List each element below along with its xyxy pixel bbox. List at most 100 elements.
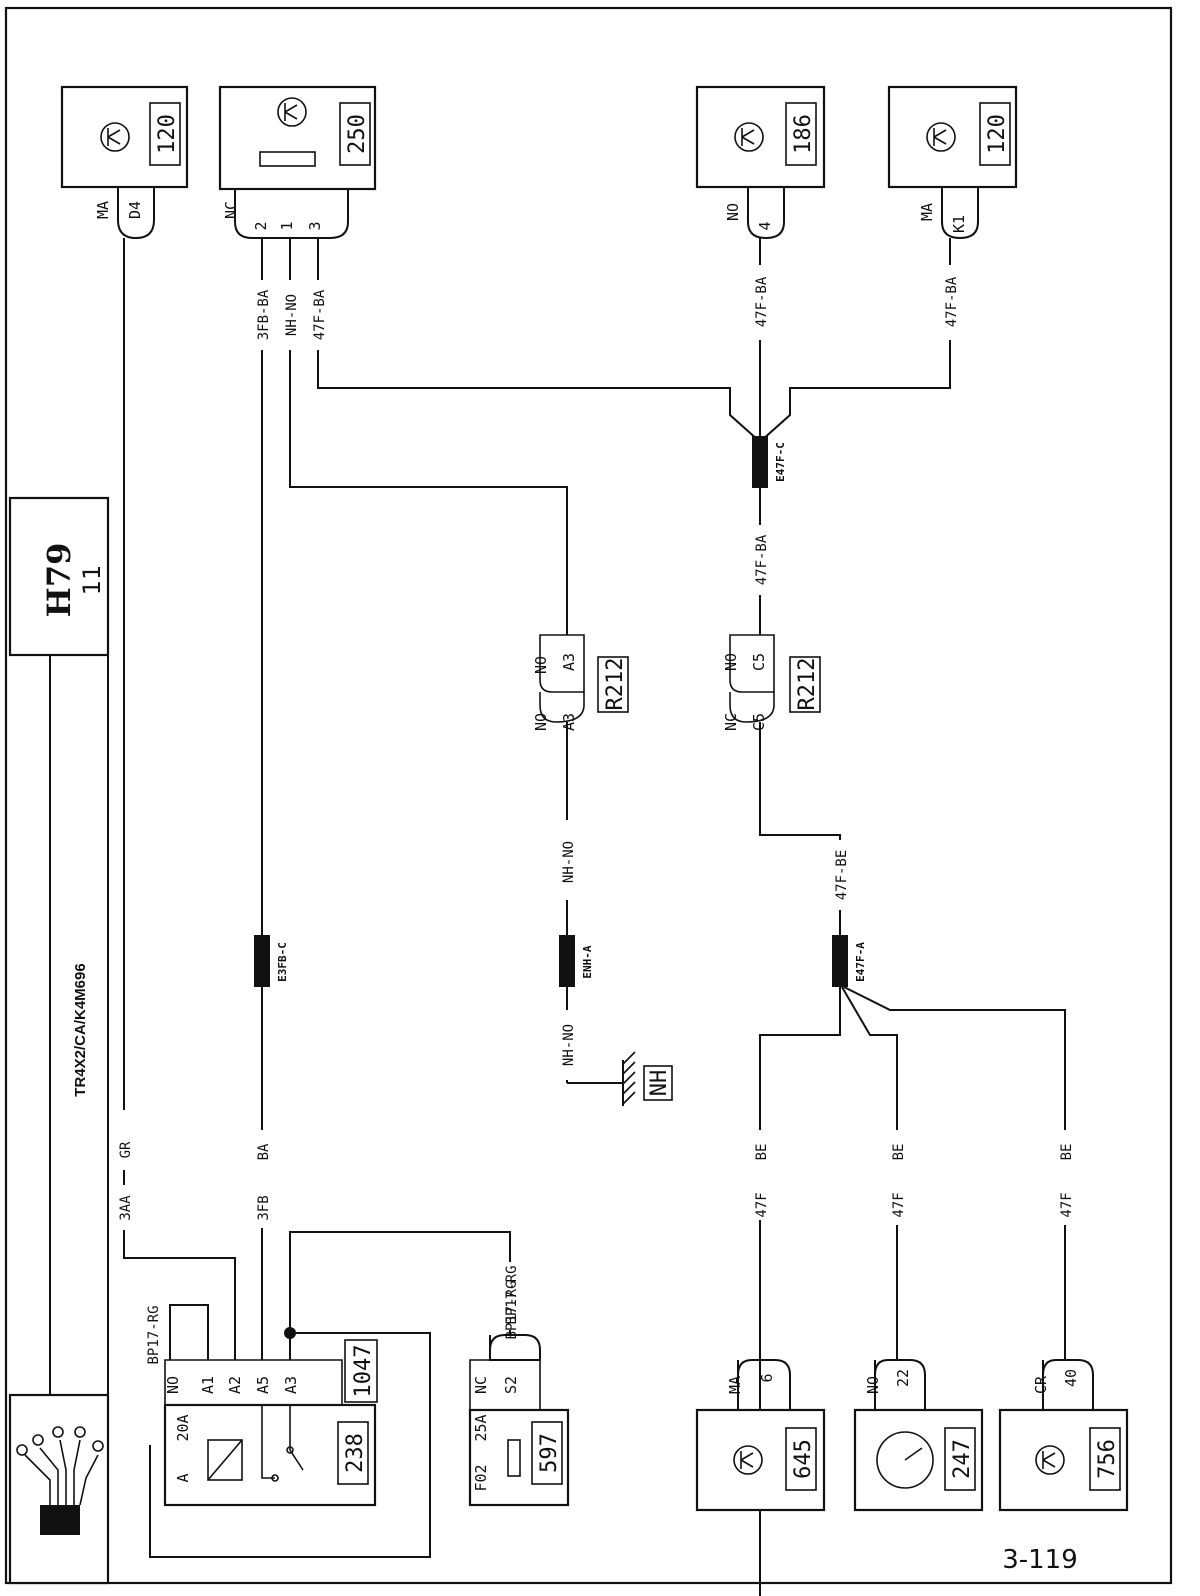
svg-text:A3: A3 (282, 1376, 300, 1394)
svg-text:47F-BA: 47F-BA (312, 289, 328, 340)
svg-text:47F-BA: 47F-BA (754, 534, 770, 585)
splice-e47f-c: E47F-C 47F-BA (752, 436, 787, 635)
page-frame (4, 6, 1173, 1585)
coil-icon (259, 151, 316, 167)
svg-text:NH: NH (647, 1070, 672, 1097)
wires-47f-be: 47F-BE E47F-A BE 47F BE 47F BE 47F (754, 722, 1075, 1596)
svg-text:MA: MA (918, 203, 936, 221)
transistor-icon (100, 122, 130, 152)
vehicle-code: TR4X2/CA/K4M696 (72, 963, 89, 1096)
svg-text:247: 247 (950, 1439, 975, 1479)
svg-text:BE: BE (891, 1144, 907, 1161)
svg-text:A3: A3 (560, 653, 578, 671)
diagram-subtitle: 11 (78, 565, 106, 596)
component-756: CR 40 756 (998, 1359, 1129, 1512)
svg-text:20A: 20A (174, 1414, 192, 1441)
svg-text:NH-NO: NH-NO (561, 841, 577, 883)
svg-text:22: 22 (894, 1369, 912, 1387)
svg-text:BP17-RG: BP17-RG (146, 1305, 162, 1364)
svg-text:E3FB-C: E3FB-C (276, 942, 289, 982)
svg-text:47F-BA: 47F-BA (944, 276, 960, 327)
relay-switch-icon (289, 1405, 304, 1471)
svg-text:BE: BE (754, 1144, 770, 1161)
svg-text:597: 597 (537, 1433, 562, 1473)
page-number: 3-119 (1002, 1545, 1078, 1575)
svg-text:47F-BE: 47F-BE (834, 850, 850, 901)
svg-text:250: 250 (345, 114, 370, 154)
svg-text:3AA: 3AA (118, 1195, 134, 1221)
svg-text:R212: R212 (795, 658, 820, 711)
svg-text:ENH-A: ENH-A (581, 945, 594, 978)
svg-text:756: 756 (1095, 1439, 1120, 1479)
svg-text:NO: NO (724, 203, 742, 221)
svg-text:3FB-BA: 3FB-BA (256, 289, 272, 340)
svg-text:47F: 47F (891, 1192, 907, 1217)
svg-text:MA: MA (726, 1376, 744, 1394)
svg-text:NC: NC (222, 201, 240, 219)
component-238: NO A1 A2 A5 A3 1047 A 20A 238 (163, 1339, 378, 1507)
ground-icon (622, 1051, 636, 1106)
component-186: 186 NO 4 (695, 85, 826, 240)
svg-text:BP17-RG: BP17-RG (504, 1265, 520, 1324)
component-247: NO 22 247 (853, 1359, 984, 1512)
svg-text:47F: 47F (1059, 1192, 1075, 1217)
svg-text:NO: NO (532, 656, 550, 674)
splice-e3fb-c (254, 935, 270, 987)
component-120-top: 120 MA D4 (60, 85, 189, 240)
svg-text:645: 645 (791, 1439, 816, 1479)
svg-text:A2: A2 (226, 1376, 244, 1394)
connector-r212-b: NO C5 NC C5 R212 (722, 634, 821, 731)
speedometer-icon (876, 1431, 934, 1489)
transistor-icon (733, 1445, 763, 1475)
svg-text:BA: BA (256, 1143, 272, 1160)
svg-text:3FB: 3FB (256, 1195, 272, 1220)
title-strip: H79 11 TR4X2/CA/K4M696 (8, 496, 110, 1585)
svg-text:1047: 1047 (351, 1345, 376, 1398)
svg-text:238: 238 (343, 1433, 368, 1473)
transistor-icon (734, 122, 764, 152)
transistor-icon (926, 122, 956, 152)
component-645: MA 6 645 (695, 1359, 826, 1512)
component-597: BP17-RG NC S2 F02 25A 597 (468, 1280, 570, 1507)
svg-text:47F-BA: 47F-BA (754, 276, 770, 327)
wires-left-bottom: GR 3AA E3FB-C BA 3FB BP17-RG BP17-RG (118, 935, 520, 1558)
wires-top: 3FB-BA NH-NO 47F-BA 47F-BA 47F-BA (123, 238, 960, 1100)
svg-text:MA: MA (94, 201, 112, 219)
svg-text:S2: S2 (502, 1376, 520, 1394)
ground-chain: NH-NO ENH-A NH-NO NH (559, 722, 673, 1106)
svg-text:R212: R212 (603, 658, 628, 711)
svg-text:1: 1 (278, 221, 296, 230)
svg-text:4: 4 (756, 221, 774, 230)
svg-text:F02: F02 (472, 1464, 490, 1491)
svg-text:NO: NO (532, 713, 550, 731)
connector-r212-a: NO A3 NO A3 R212 (532, 634, 629, 731)
svg-text:A5: A5 (254, 1376, 272, 1394)
svg-text:NC: NC (472, 1376, 490, 1394)
svg-text:A1: A1 (199, 1376, 217, 1394)
svg-text:NO: NO (864, 1376, 882, 1394)
transistor-icon (277, 97, 307, 127)
relay-coil-icon (207, 1439, 243, 1481)
svg-text:NO: NO (164, 1376, 182, 1394)
svg-text:NH-NO: NH-NO (284, 294, 300, 336)
svg-text:BP17-RG: BP17-RG (504, 1280, 520, 1339)
fuse-icon (507, 1439, 521, 1477)
svg-text:GR: GR (118, 1141, 134, 1158)
svg-text:A: A (174, 1473, 192, 1482)
svg-text:C5: C5 (750, 653, 768, 671)
svg-text:120: 120 (155, 114, 180, 154)
svg-text:186: 186 (791, 114, 816, 154)
svg-text:BE: BE (1059, 1144, 1075, 1161)
wires-bottom (759, 1225, 1066, 1360)
svg-text:25A: 25A (472, 1414, 490, 1441)
svg-text:E47F-C: E47F-C (774, 442, 787, 482)
svg-text:A3: A3 (560, 713, 578, 731)
svg-text:NO: NO (722, 653, 740, 671)
svg-text:D4: D4 (126, 201, 144, 219)
svg-text:E47F-A: E47F-A (854, 942, 867, 982)
svg-text:2: 2 (252, 221, 270, 230)
svg-text:40: 40 (1062, 1369, 1080, 1387)
svg-text:120: 120 (985, 114, 1010, 154)
svg-text:NC: NC (722, 713, 740, 731)
svg-text:3: 3 (306, 221, 324, 230)
